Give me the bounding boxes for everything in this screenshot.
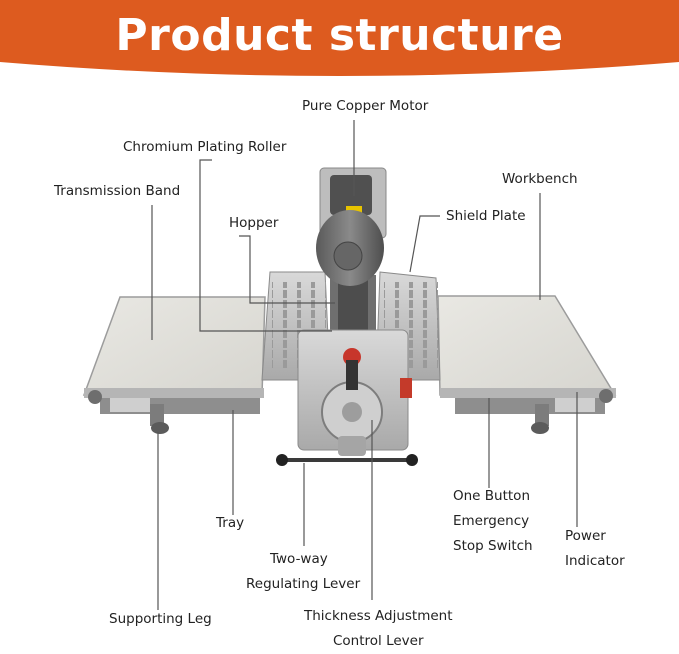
label-transmission-band: Transmission Band (54, 183, 181, 199)
right-conveyor (437, 295, 617, 434)
label-chromium-roller: Chromium Plating Roller (123, 139, 287, 155)
two-way-lever (276, 436, 418, 466)
label-emergency-line1: One Button (453, 488, 530, 504)
label-emergency-line3: Stop Switch (453, 538, 533, 554)
label-two-way-line2: Regulating Lever (246, 576, 361, 592)
label-supporting-leg: Supporting Leg (109, 611, 212, 627)
label-two-way-lever: Two-way Regulating Lever (246, 547, 360, 597)
label-thickness-line2: Control Lever (333, 633, 424, 649)
label-power-line2: Indicator (565, 553, 625, 569)
left-conveyor (82, 296, 266, 434)
motor (316, 175, 384, 286)
label-motor: Pure Copper Motor (302, 98, 429, 114)
label-thickness-line1: Thickness Adjustment (304, 608, 453, 624)
label-hopper: Hopper (229, 215, 279, 231)
label-emergency-stop: One Button Emergency Stop Switch (453, 484, 533, 559)
label-tray: Tray (216, 515, 245, 531)
title-banner (0, 0, 679, 76)
label-thickness-lever: Thickness Adjustment Control Lever (304, 604, 453, 654)
label-power-line1: Power (565, 528, 606, 544)
label-power-indicator: Power Indicator (565, 524, 625, 574)
label-two-way-line1: Two-way (270, 551, 328, 567)
label-shield-plate: Shield Plate (446, 208, 526, 224)
page-title: Product structure (115, 10, 564, 61)
label-workbench: Workbench (502, 171, 578, 187)
leader-lines (151, 120, 578, 610)
label-emergency-line2: Emergency (453, 513, 530, 529)
